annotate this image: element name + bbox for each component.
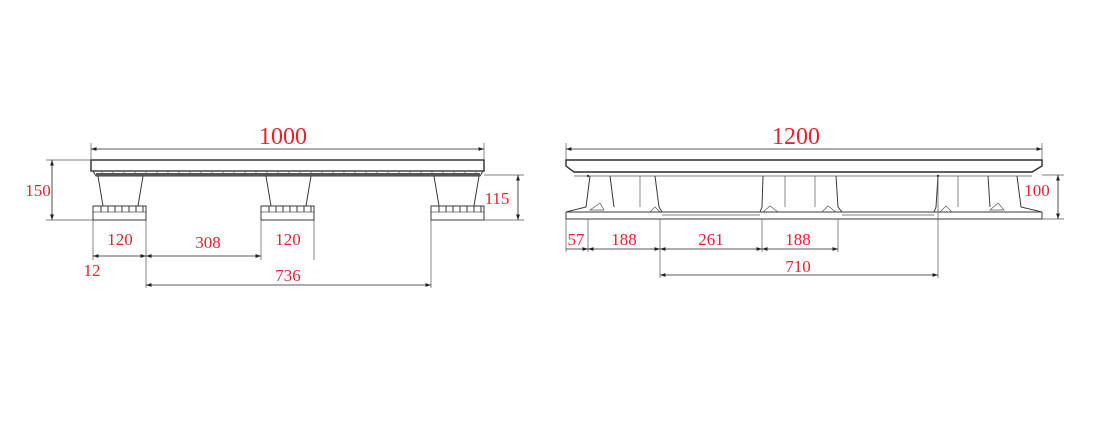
label-foot-gap: 308	[195, 233, 221, 252]
label-outer-span: 736	[275, 266, 301, 285]
foot-ribs	[438, 206, 482, 212]
label-foot-width-left: 120	[107, 230, 133, 249]
front-view: 1000 150 115 120 308 120 12 736	[25, 124, 524, 288]
foot-ribs	[268, 206, 312, 212]
front-extension-lines	[46, 143, 524, 288]
label-side-edge-offset: 57	[568, 230, 586, 249]
side-deck	[565, 159, 1043, 177]
side-view: 1200 100 57 188 261 188 710	[565, 124, 1064, 278]
deck-ribs	[101, 171, 477, 176]
label-foot-height: 115	[485, 189, 510, 208]
label-block-left: 188	[611, 230, 637, 249]
label-edge-offset: 12	[84, 261, 101, 280]
side-bottom-runner	[565, 211, 1043, 220]
label-span: 710	[785, 257, 811, 276]
label-foot-width-center: 120	[275, 230, 301, 249]
label-opening: 261	[698, 230, 724, 249]
front-foot-center	[260, 175, 315, 221]
label-side-foot-height: 100	[1024, 181, 1050, 200]
label-overall-height: 150	[25, 181, 51, 200]
foot-ribs	[100, 206, 144, 212]
label-overall-length: 1200	[772, 124, 820, 150]
side-extension-lines	[565, 143, 1064, 278]
side-blocks	[565, 174, 1043, 213]
label-overall-width: 1000	[259, 124, 307, 150]
label-block-center: 188	[785, 230, 811, 249]
front-foot-left	[92, 175, 147, 221]
front-deck	[90, 159, 485, 177]
front-foot-right	[430, 175, 485, 221]
